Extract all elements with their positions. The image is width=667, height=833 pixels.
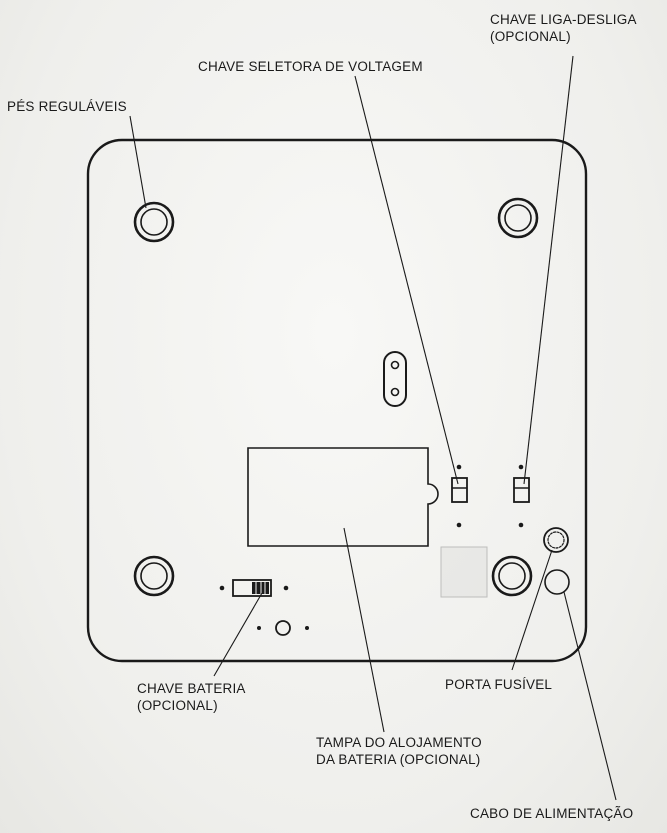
label-power-switch-line2: (OPCIONAL) [490, 29, 571, 44]
label-fuse-holder: PORTA FUSÍVEL [445, 676, 552, 693]
power-switch [513, 464, 530, 528]
foot-top-left [133, 201, 175, 243]
mounting-slot [383, 351, 407, 407]
label-battery-switch-line1: CHAVE BATERIA [137, 681, 246, 696]
foot-top-right [497, 197, 539, 239]
foot-bottom-right [491, 555, 533, 597]
label-power-switch: CHAVE LIGA-DESLIGA (OPCIONAL) [490, 11, 637, 45]
leader-line-power-switch [523, 55, 574, 485]
battery-cover-outline [247, 447, 439, 547]
fuse-holder [543, 527, 569, 553]
leader-line-voltage [354, 75, 459, 485]
label-battery-switch-line2: (OPCIONAL) [137, 698, 218, 713]
leader-line-feet [129, 115, 147, 209]
leader-line-battery-switch [213, 592, 263, 677]
leader-line-fuse [511, 549, 553, 671]
battery-switch [219, 579, 289, 597]
faint-sticker [440, 546, 488, 598]
voltage-selector-switch [451, 464, 468, 528]
label-voltage-selector: CHAVE SELETORA DE VOLTAGEM [198, 58, 423, 75]
label-power-cable-text: CABO DE ALIMENTAÇÃO [470, 806, 634, 821]
label-voltage-selector-text: CHAVE SELETORA DE VOLTAGEM [198, 59, 423, 74]
leader-line-battery-cover [343, 527, 385, 733]
label-battery-cover-line1: TAMPA DO ALOJAMENTO [316, 735, 482, 750]
label-battery-switch: CHAVE BATERIA (OPCIONAL) [137, 680, 246, 714]
label-adjustable-feet: PÉS REGULÁVEIS [7, 98, 127, 115]
label-battery-cover: TAMPA DO ALOJAMENTO DA BATERIA (OPCIONAL… [316, 734, 482, 768]
small-connector [257, 620, 309, 636]
power-cable-grommet [544, 569, 570, 595]
label-fuse-holder-text: PORTA FUSÍVEL [445, 677, 553, 692]
label-power-switch-line1: CHAVE LIGA-DESLIGA [490, 12, 637, 27]
device-outline [86, 138, 588, 663]
label-adjustable-feet-text: PÉS REGULÁVEIS [7, 99, 127, 114]
label-battery-cover-line2: DA BATERIA (OPCIONAL) [316, 752, 481, 767]
leader-line-cable [563, 591, 617, 801]
foot-bottom-left [133, 555, 175, 597]
label-power-cable: CABO DE ALIMENTAÇÃO [470, 805, 633, 822]
